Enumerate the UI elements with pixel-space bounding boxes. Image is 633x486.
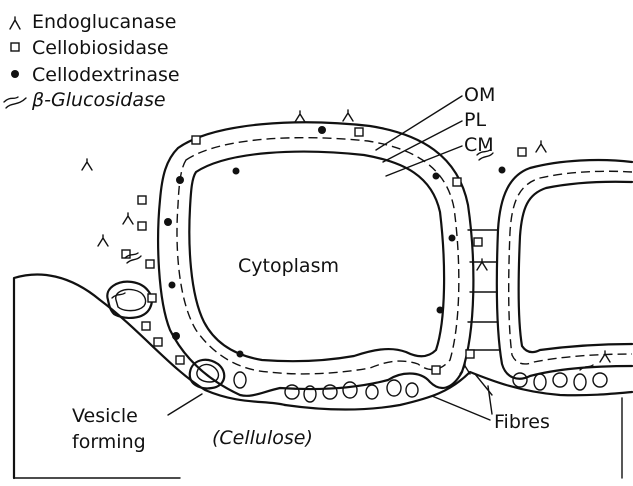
main-cell: Cytoplasm bbox=[158, 122, 473, 396]
om-leader bbox=[376, 96, 462, 150]
pl-label: PL bbox=[464, 109, 486, 131]
fibres-between-cells bbox=[466, 230, 500, 395]
neighbour-cell bbox=[497, 160, 632, 379]
fibres-label: Fibres bbox=[494, 411, 550, 433]
legend-item-endoglucanase: Endoglucanase bbox=[10, 11, 176, 33]
free-vesicle-inner bbox=[116, 289, 146, 310]
cellulose-label: (Cellulose) bbox=[212, 427, 313, 449]
vesicle-leader bbox=[168, 394, 202, 415]
cellobiosidase-markers bbox=[122, 128, 526, 374]
vesicle-label-line1: Vesicle bbox=[72, 405, 138, 427]
legend: Endoglucanase Cellobiosidase Cellodextri… bbox=[4, 11, 180, 111]
forming-vesicle-inner bbox=[197, 365, 219, 382]
legend-label-endoglucanase: Endoglucanase bbox=[32, 11, 176, 33]
neighbour-cytoplasmic-membrane bbox=[519, 182, 632, 352]
cm-leader bbox=[386, 146, 462, 176]
beta-glucosidase-icon bbox=[4, 97, 26, 108]
fibres-leader-left bbox=[432, 396, 490, 420]
legend-label-beta-glucosidase: β-Glucosidase bbox=[31, 89, 166, 111]
fibres-leader-right bbox=[488, 386, 492, 414]
cytoplasm-label: Cytoplasm bbox=[238, 255, 339, 277]
legend-item-cellobiosidase: Cellobiosidase bbox=[11, 37, 169, 59]
legend-item-beta-glucosidase: β-Glucosidase bbox=[4, 89, 166, 111]
cellobiosidase-icon bbox=[11, 43, 19, 51]
vesicles bbox=[107, 282, 224, 389]
cellulose-fibrils bbox=[234, 372, 607, 402]
vesicle-label-line2: forming bbox=[72, 431, 146, 453]
cm-label: CM bbox=[464, 134, 494, 156]
bottom-labels: Vesicle forming (Cellulose) Fibres bbox=[72, 386, 550, 453]
legend-label-cellobiosidase: Cellobiosidase bbox=[32, 37, 169, 59]
neighbour-periplasm bbox=[509, 171, 632, 364]
endoglucanase-markers bbox=[82, 110, 610, 374]
legend-item-cellodextrinase: Cellodextrinase bbox=[11, 64, 180, 86]
legend-label-cellodextrinase: Cellodextrinase bbox=[32, 64, 180, 86]
om-label: OM bbox=[464, 84, 495, 106]
endoglucanase-icon bbox=[10, 17, 20, 29]
cellodextrinase-markers bbox=[164, 126, 506, 358]
pl-leader bbox=[383, 121, 462, 162]
cellodextrinase-icon bbox=[11, 70, 19, 78]
neighbour-outer-membrane bbox=[497, 160, 632, 379]
